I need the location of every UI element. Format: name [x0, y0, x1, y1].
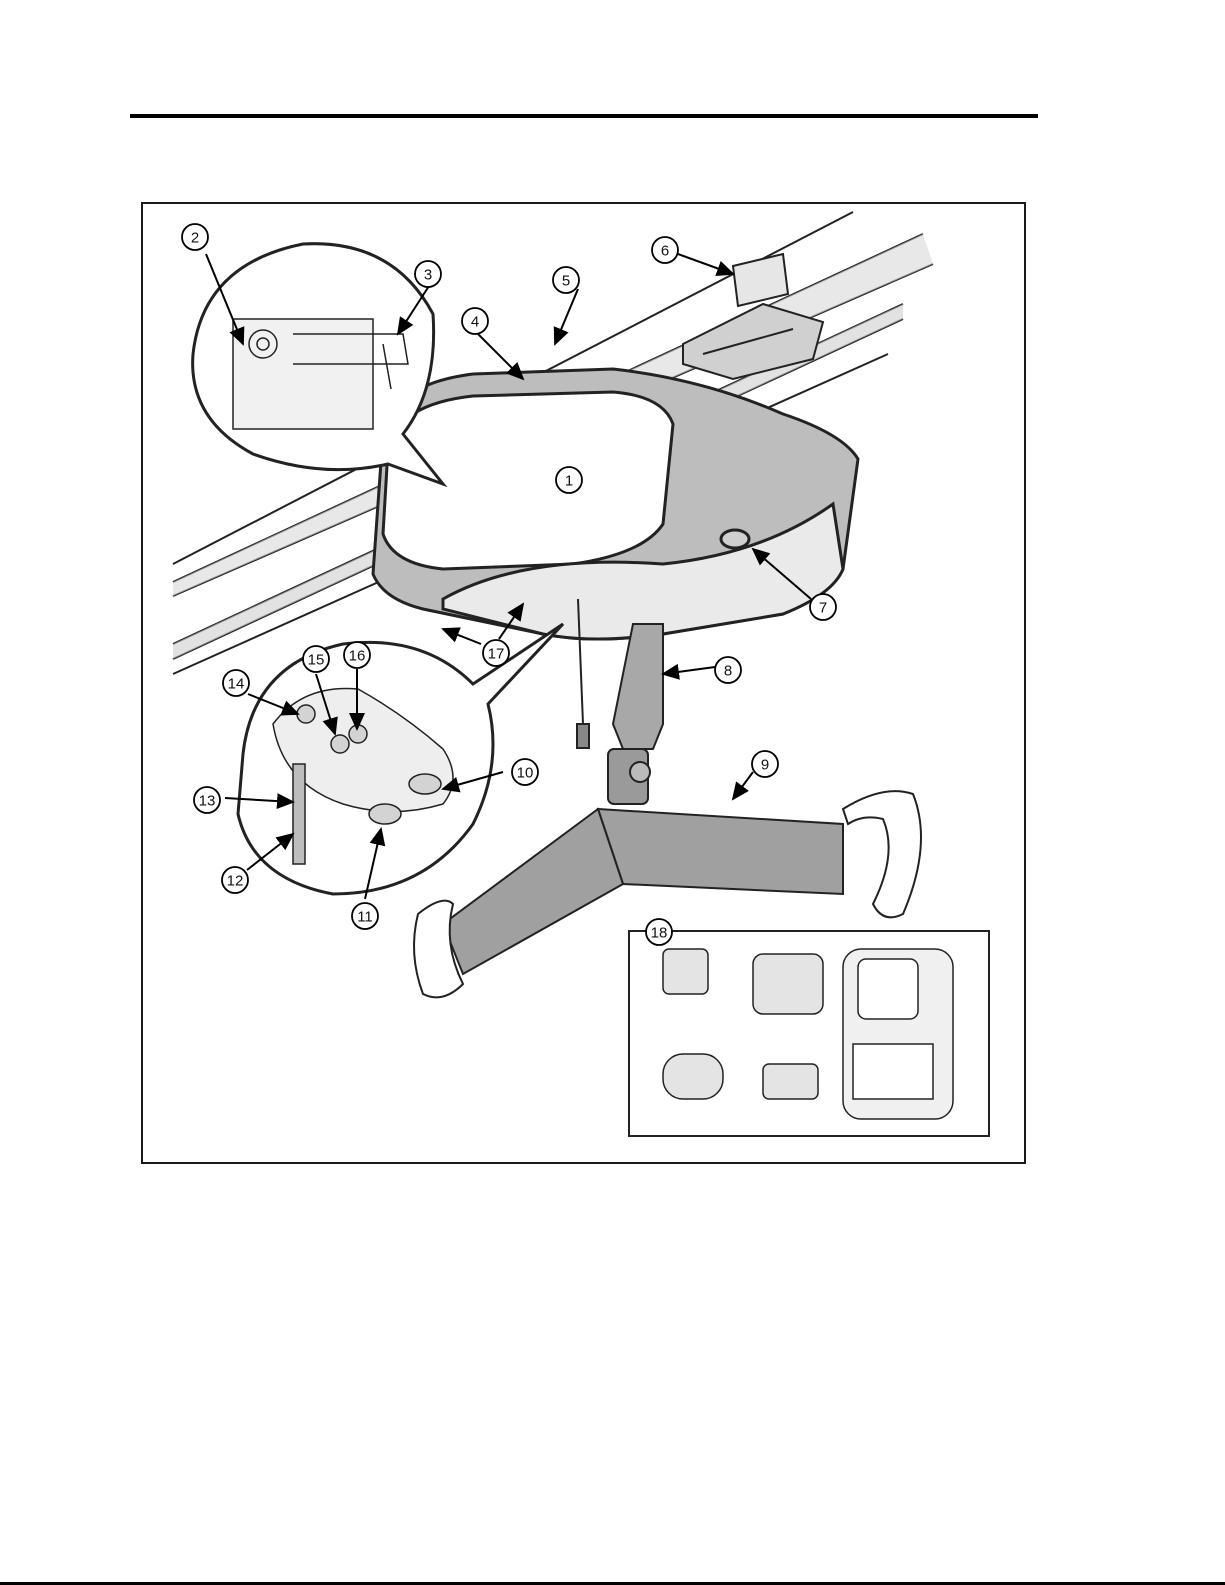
- callout-4: 4: [471, 314, 479, 331]
- callout-6: 6: [661, 243, 669, 260]
- callout-15: 15: [308, 652, 325, 669]
- rail-carriage: [683, 254, 823, 379]
- callout-7: 7: [819, 600, 827, 617]
- header-rule: [130, 114, 1038, 118]
- callout-9: 9: [761, 757, 769, 774]
- callout-12: 12: [227, 873, 244, 890]
- callout-16: 16: [349, 648, 366, 665]
- detail-magnifier-control-panel: [238, 624, 563, 894]
- callout-10: 10: [517, 765, 534, 782]
- callout-2: 2: [191, 230, 199, 247]
- ceiling-lift-figure: 1 2 3 4 5 6 7 8 9 10 11 12 13 14 15 16 1…: [141, 202, 1026, 1164]
- callout-3: 3: [424, 267, 432, 284]
- detail-magnifier-top: [193, 244, 443, 484]
- callout-5: 5: [562, 273, 570, 290]
- ceiling-lift-illustration: 1 2 3 4 5 6 7 8 9 10 11 12 13 14 15 16 1…: [143, 204, 1026, 1164]
- lift-strap: [608, 624, 663, 804]
- callout-17: 17: [488, 646, 505, 663]
- callout-18: 18: [651, 925, 668, 942]
- callout-13: 13: [199, 793, 216, 810]
- lift-motor-unit: [373, 369, 858, 639]
- callout-11: 11: [357, 909, 373, 926]
- callout-8: 8: [724, 663, 732, 680]
- charger-accessories-inset: [629, 931, 989, 1136]
- callout-14: 14: [228, 676, 245, 693]
- callout-1: 1: [565, 473, 573, 490]
